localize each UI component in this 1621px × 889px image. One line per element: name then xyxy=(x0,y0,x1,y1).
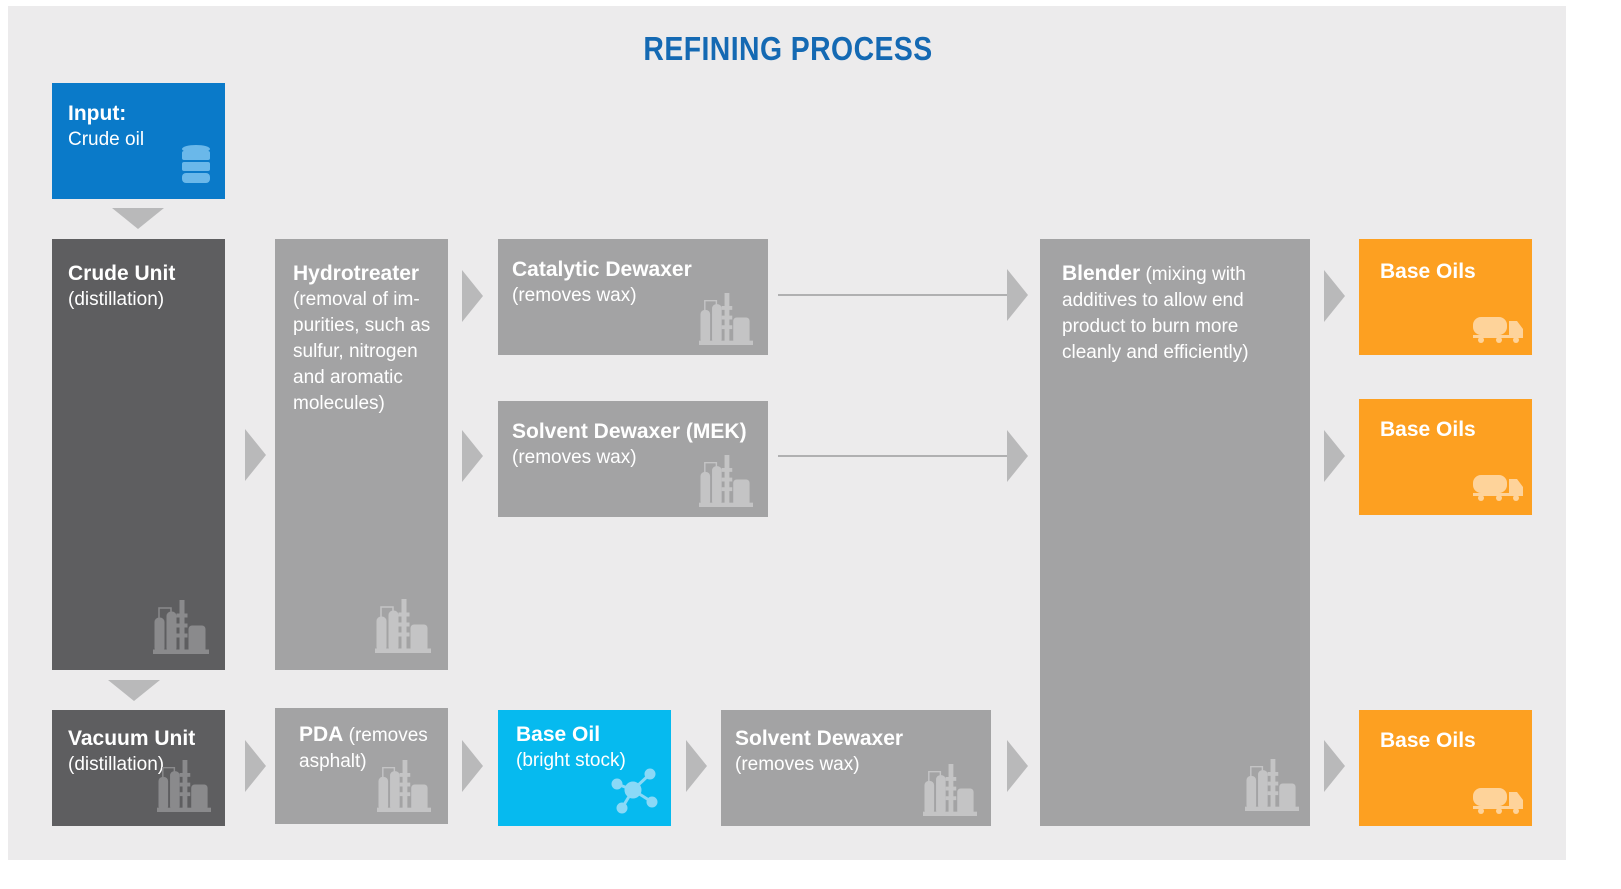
solvent-dewaxer-mek-body: (removes wax) xyxy=(512,447,637,468)
base-oils-heading: Base Oils xyxy=(1380,729,1476,752)
vacuum-unit-body: (distillation) xyxy=(68,754,165,775)
arrow-right-solvent-blender xyxy=(1007,740,1028,792)
base-oil-bright-stock-box: Base Oil (bright stock) xyxy=(498,710,671,826)
refinery-icon xyxy=(923,764,977,816)
blender-text: Blender (mixing with additives to allow … xyxy=(1062,261,1294,366)
blender-body: (mixing with additives to allow end prod… xyxy=(1062,264,1249,363)
base-oils-heading: Base Oils xyxy=(1380,418,1476,441)
arrow-down-1 xyxy=(112,208,164,229)
arrow-right-crude-hydro xyxy=(245,429,266,481)
tanker-truck-icon xyxy=(1473,471,1523,501)
tanker-truck-icon xyxy=(1473,313,1523,343)
pda-box: PDA (removes asphalt) xyxy=(275,708,448,824)
refinery-icon xyxy=(153,600,209,654)
pda-heading: PDA xyxy=(299,723,344,746)
crude-unit-body: (distillation) xyxy=(68,289,165,310)
base-oil-bright-body: (bright stock) xyxy=(516,750,626,771)
arrow-right-brightstock-solvent xyxy=(686,740,707,792)
refinery-icon xyxy=(157,760,211,812)
connector-catalytic-blender xyxy=(778,294,1008,296)
input-heading: Input: xyxy=(68,102,127,125)
pda-body: (removes asphalt) xyxy=(299,725,428,772)
base-oils-box-2: Base Oils xyxy=(1359,399,1532,515)
catalytic-dewaxer-body: (removes wax) xyxy=(512,285,637,306)
refinery-icon xyxy=(1245,759,1299,811)
solvent-dewaxer-mek-box: Solvent Dewaxer (MEK) (removes wax) xyxy=(498,401,768,517)
input-box: Input: Crude oil xyxy=(52,83,225,199)
hydrotreater-heading: Hydrotreater xyxy=(293,262,420,285)
arrow-right-vacuum-pda xyxy=(245,740,266,792)
arrow-right-hydro-mek xyxy=(462,430,483,482)
arrow-right-blender-output-2 xyxy=(1324,430,1345,482)
solvent-dewaxer-heading: Solvent Dewaxer xyxy=(735,727,904,750)
blender-heading: Blender xyxy=(1062,262,1141,285)
base-oils-box-1: Base Oils xyxy=(1359,239,1532,355)
catalytic-dewaxer-box: Catalytic Dewaxer (removes wax) xyxy=(498,239,768,355)
oil-barrel-icon xyxy=(181,145,211,187)
pda-text: PDA (removes asphalt) xyxy=(299,722,432,775)
connector-mek-blender xyxy=(778,455,1008,457)
crude-unit-box: Crude Unit (distillation) xyxy=(52,239,225,670)
refinery-icon xyxy=(375,599,431,653)
molecule-icon xyxy=(611,768,658,814)
arrow-right-blender-output-1 xyxy=(1324,270,1345,322)
crude-unit-heading: Crude Unit xyxy=(68,262,176,285)
arrow-right-mek-blender xyxy=(1007,430,1028,482)
arrow-right-pda-brightstock xyxy=(462,740,483,792)
arrow-right-hydro-catalytic xyxy=(462,270,483,322)
base-oil-bright-heading: Base Oil xyxy=(516,723,601,746)
solvent-dewaxer-mek-heading: Solvent Dewaxer (MEK) xyxy=(512,420,747,443)
input-body: Crude oil xyxy=(68,129,145,150)
hydrotreater-box: Hydrotreater (removal of im-purities, su… xyxy=(275,239,448,670)
catalytic-dewaxer-heading: Catalytic Dewaxer xyxy=(512,258,692,281)
tanker-truck-icon xyxy=(1473,784,1523,814)
solvent-dewaxer-body: (removes wax) xyxy=(735,754,860,775)
diagram-title: REFINING PROCESS xyxy=(643,30,933,67)
arrow-down-2 xyxy=(108,680,160,701)
refinery-icon xyxy=(699,293,753,345)
arrow-right-blender-output-3 xyxy=(1324,740,1345,792)
base-oils-heading: Base Oils xyxy=(1380,260,1476,283)
vacuum-unit-heading: Vacuum Unit xyxy=(68,727,196,750)
vacuum-unit-box: Vacuum Unit (distillation) xyxy=(52,710,225,826)
hydrotreater-body: (removal of im-purities, such as sulfur,… xyxy=(293,289,431,414)
blender-box: Blender (mixing with additives to allow … xyxy=(1040,239,1310,826)
arrow-right-catalytic-blender xyxy=(1007,269,1028,321)
refinery-icon xyxy=(699,455,753,507)
refinery-icon xyxy=(377,760,431,812)
solvent-dewaxer-box: Solvent Dewaxer (removes wax) xyxy=(721,710,991,826)
base-oils-box-3: Base Oils xyxy=(1359,710,1532,826)
